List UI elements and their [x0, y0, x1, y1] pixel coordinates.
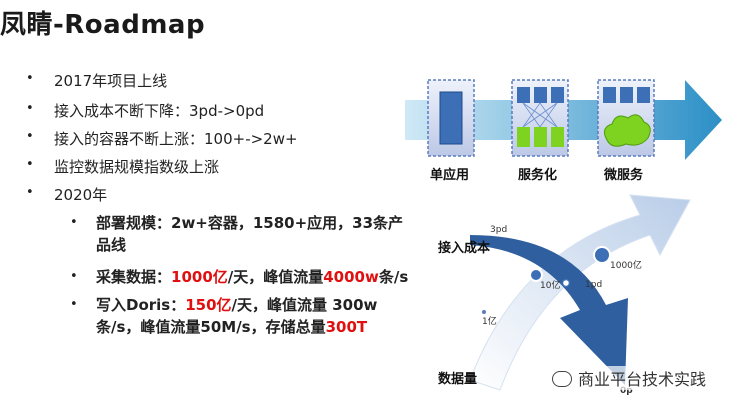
point-label-1pd: 1pd: [585, 280, 603, 290]
wechat-icon: [551, 371, 572, 387]
bullet-item: 2017年项目上线: [26, 70, 167, 91]
cost-axis-label: 接入成本: [438, 241, 491, 256]
data-axis-label: 数据量: [438, 372, 478, 387]
point-label-3pd: 3pd: [490, 225, 508, 235]
soa-box: [511, 79, 569, 157]
arch-label-soa: 服务化: [518, 168, 558, 183]
point-label-10yi: 10亿: [540, 281, 561, 291]
data-volume-arrow: [469, 194, 691, 391]
microservice-box: [597, 79, 655, 157]
sub-bullet-collect: 采集数据：1000亿/天，峰值流量4000w条/s: [70, 266, 410, 288]
arch-label-microservice: 微服务: [604, 168, 644, 183]
bullet-item: 接入成本不断下降：3pd->0pd: [26, 100, 264, 121]
arch-label-monolith: 单应用: [430, 168, 470, 183]
point-label-1000yi: 1000亿: [610, 261, 642, 271]
bullet-item: 监控数据规模指数级上涨: [26, 156, 219, 177]
monolith-box: [427, 79, 475, 157]
point-label-0pd: 0p: [620, 386, 633, 396]
bullet-item: 接入的容器不断上涨：100+->2w+: [26, 128, 298, 149]
point-label-1yi: 1亿: [482, 317, 497, 327]
page-title: 凤睛-Roadmap: [0, 10, 206, 40]
sub-bullet-write: 写入Doris：150亿/天，峰值流量 300w 条/s，峰值流量50M/s，存…: [70, 294, 410, 338]
sub-bullet-deploy: 部署规模：2w+容器，1580+应用，33条产品线: [70, 212, 410, 256]
bullet-item: 2020年: [26, 184, 107, 205]
watermark: 商业平台技术实践: [549, 366, 708, 390]
